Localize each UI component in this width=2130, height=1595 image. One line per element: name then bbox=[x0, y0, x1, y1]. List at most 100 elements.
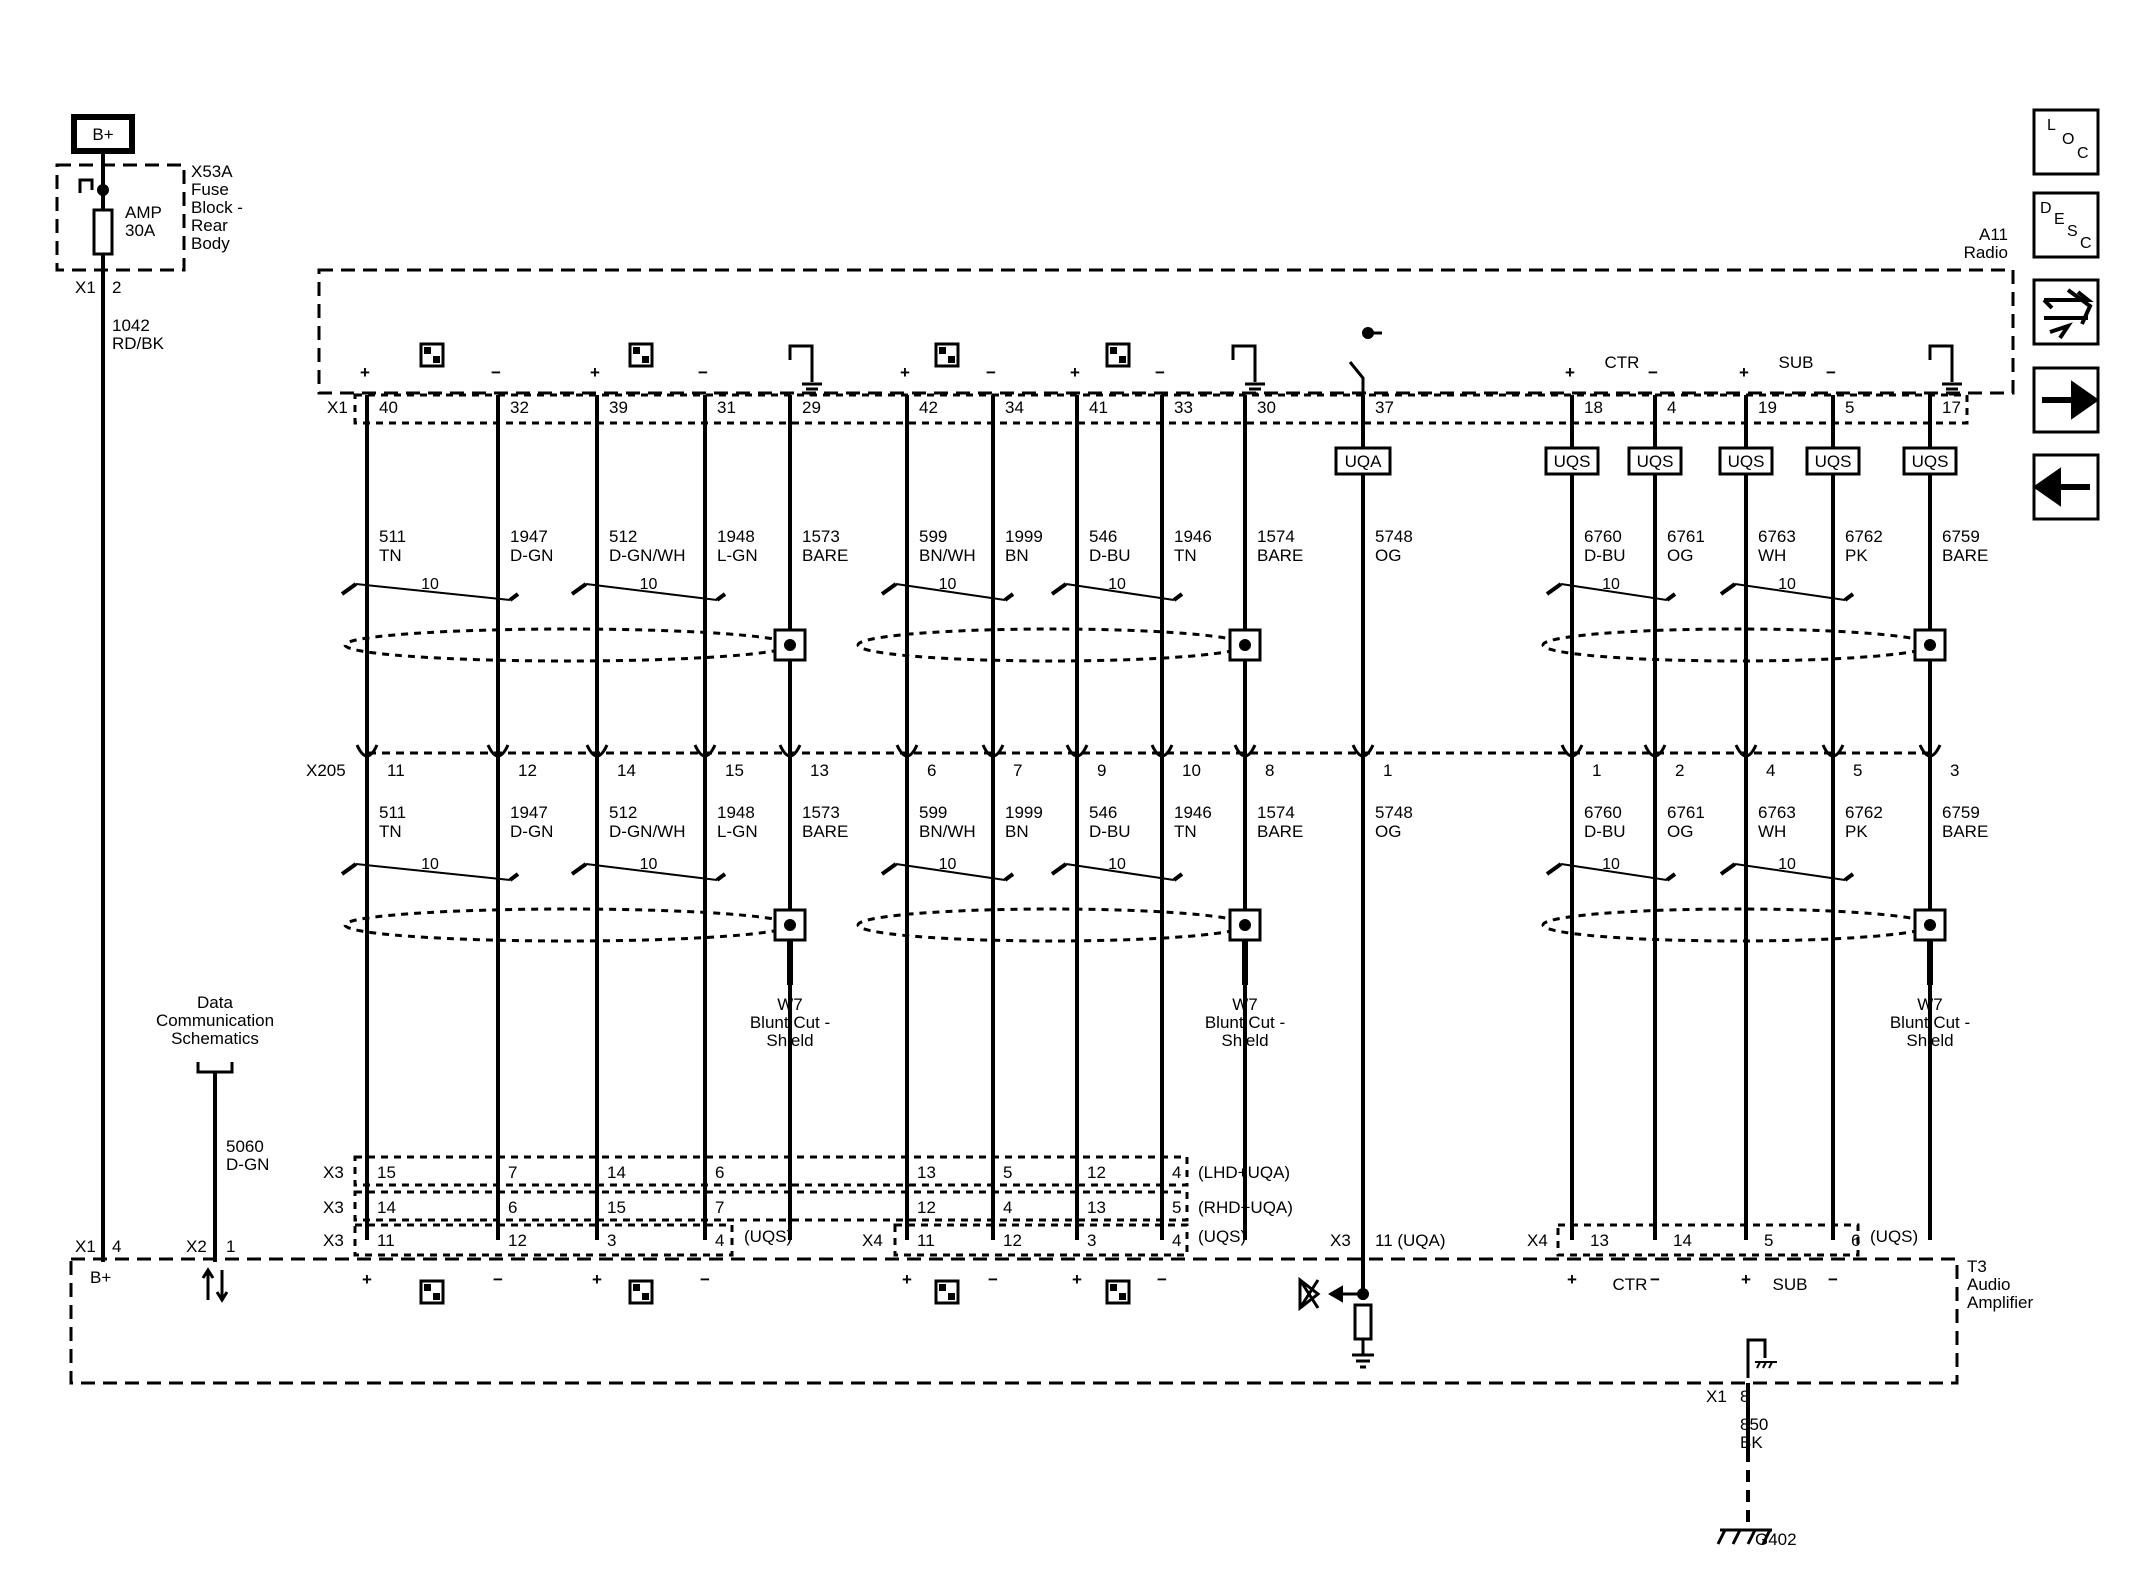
blunt-cut-label: Blunt Cut - bbox=[750, 1013, 830, 1032]
amp-polarity-sign: − bbox=[493, 1270, 503, 1289]
amp-row-pin: 4 bbox=[1172, 1231, 1181, 1250]
amp-x3-row bbox=[353, 1190, 1189, 1222]
shield-dot bbox=[1239, 639, 1251, 651]
amp-row-pin: 12 bbox=[1087, 1163, 1106, 1182]
amp-row-pin: 15 bbox=[607, 1198, 626, 1217]
blunt-cut-label: Shield bbox=[1906, 1031, 1953, 1050]
polarity-sign: + bbox=[590, 363, 600, 382]
inline-terminal bbox=[981, 744, 1005, 758]
x205-pin: 7 bbox=[1013, 761, 1022, 780]
twisted-pair-lower-tick bbox=[1050, 862, 1068, 876]
splice-dot bbox=[97, 184, 109, 196]
option-label: UQS bbox=[1815, 452, 1852, 471]
twist-label: 10 bbox=[1108, 856, 1126, 873]
desc-button[interactable] bbox=[2032, 191, 2100, 259]
amp-ctr-label: CTR bbox=[1613, 1275, 1648, 1294]
desc-letter[interactable]: S bbox=[2067, 223, 2078, 240]
wire-color-lower: BARE bbox=[1257, 822, 1303, 841]
twist-label: 10 bbox=[640, 856, 658, 873]
amp-row-note: (UQS) bbox=[744, 1227, 792, 1246]
amp-polarity-sign: + bbox=[1741, 1270, 1751, 1289]
twisted-pair-lower bbox=[1065, 863, 1175, 881]
wire-circuit-lower: 1573 bbox=[802, 803, 840, 822]
twist-label: 10 bbox=[421, 576, 439, 593]
side-button-frame[interactable] bbox=[2032, 191, 2100, 259]
radio-ground-icon bbox=[1231, 344, 1257, 382]
amp-x4-pin: 5 bbox=[1764, 1231, 1773, 1250]
battery-wire-color: RD/BK bbox=[112, 334, 165, 353]
desc-letter[interactable]: D bbox=[2040, 200, 2052, 217]
shield-drain bbox=[1541, 627, 1932, 663]
twisted-pair-upper-tick2 bbox=[1172, 592, 1184, 602]
twisted-pair-lower-tick2 bbox=[715, 872, 727, 882]
sub-label: SUB bbox=[1779, 353, 1814, 372]
wire-color-lower: BARE bbox=[802, 822, 848, 841]
amp-row-pin: 7 bbox=[715, 1198, 724, 1217]
fuse-amp-label: AMP bbox=[125, 203, 162, 222]
radio-speaker-icon-q2 bbox=[642, 356, 649, 363]
amp-polarity-sign: − bbox=[700, 1270, 710, 1289]
blunt-cut-label: Shield bbox=[766, 1031, 813, 1050]
radio-speaker-icon-q bbox=[1110, 347, 1117, 354]
amp-row-connector: X3 bbox=[323, 1231, 344, 1250]
inline-terminal bbox=[585, 744, 609, 758]
wire-circuit-lower: 546 bbox=[1089, 803, 1117, 822]
data-comm-circuit: 5060 bbox=[226, 1137, 264, 1156]
wire-circuit-lower: 5748 bbox=[1375, 803, 1413, 822]
blunt-cut-label: Shield bbox=[1221, 1031, 1268, 1050]
inline-terminal bbox=[1734, 744, 1758, 758]
radio-speaker-icon bbox=[628, 342, 654, 368]
loc-button[interactable] bbox=[2032, 108, 2100, 176]
wire-circuit-upper: 1947 bbox=[510, 527, 548, 546]
twist-label: 10 bbox=[421, 856, 439, 873]
amp-polarity-sign: − bbox=[1157, 1270, 1167, 1289]
amp-row-connector: X3 bbox=[323, 1198, 344, 1217]
amp-row-pin: 6 bbox=[508, 1198, 517, 1217]
radio-pin: 40 bbox=[379, 398, 398, 417]
radio-name: Radio bbox=[1964, 243, 2008, 262]
twisted-pair-upper bbox=[1065, 583, 1175, 601]
amplifier-name: Audio bbox=[1967, 1275, 2010, 1294]
wire-color-lower: PK bbox=[1845, 822, 1868, 841]
loc-letter[interactable]: L bbox=[2047, 117, 2056, 134]
wire-circuit-upper: 599 bbox=[919, 527, 947, 546]
side-button-frame[interactable] bbox=[2032, 108, 2100, 176]
twisted-pair-lower-tick2 bbox=[1003, 872, 1015, 882]
radio-speaker-icon-q bbox=[939, 347, 946, 354]
wire-color-lower: OG bbox=[1375, 822, 1401, 841]
loc-letter[interactable]: O bbox=[2062, 131, 2074, 148]
wire-circuit-lower: 6760 bbox=[1584, 803, 1622, 822]
wire-color-upper: BN bbox=[1005, 546, 1029, 565]
desc-letter[interactable]: C bbox=[2080, 235, 2092, 252]
amp-sub-label: SUB bbox=[1773, 1275, 1808, 1294]
radio-pin: 33 bbox=[1174, 398, 1193, 417]
amp-row-pin: 11 bbox=[917, 1231, 935, 1250]
x205-connector: X205 bbox=[306, 761, 346, 780]
battery-label: B+ bbox=[92, 125, 113, 144]
twisted-pair-upper bbox=[355, 583, 511, 601]
amp-uqa-pin: 11 (UQA) bbox=[1375, 1231, 1446, 1250]
x205-pin: 2 bbox=[1675, 761, 1684, 780]
loc-letter[interactable]: C bbox=[2077, 145, 2089, 162]
wire-color-upper: PK bbox=[1845, 546, 1868, 565]
radio-pin: 32 bbox=[510, 398, 529, 417]
amp-row-pin: 5 bbox=[1172, 1198, 1181, 1217]
x205-pin: 6 bbox=[927, 761, 936, 780]
amp-mute-arrow bbox=[1328, 1285, 1343, 1303]
twist-label: 10 bbox=[1778, 856, 1796, 873]
fuse-block-name: Body bbox=[191, 234, 230, 253]
twisted-pair-upper bbox=[1734, 583, 1846, 601]
radio-pin: 37 bbox=[1375, 398, 1394, 417]
amp-x4-row bbox=[1556, 1223, 1860, 1257]
shield-dot bbox=[1924, 919, 1936, 931]
amp-x2-pin: 1 bbox=[226, 1237, 235, 1256]
desc-letter[interactable]: E bbox=[2054, 211, 2065, 228]
amp-x4-pin: 13 bbox=[1590, 1231, 1609, 1250]
wire-circuit-lower: 512 bbox=[609, 803, 637, 822]
option-label: UQS bbox=[1728, 452, 1765, 471]
radio-pin: 31 bbox=[717, 398, 736, 417]
polarity-sign: + bbox=[1070, 363, 1080, 382]
amp-ground-pin: 8 bbox=[1740, 1387, 1749, 1406]
g402-label: G402 bbox=[1755, 1530, 1797, 1549]
amp-x4-connector: X4 bbox=[1527, 1231, 1548, 1250]
